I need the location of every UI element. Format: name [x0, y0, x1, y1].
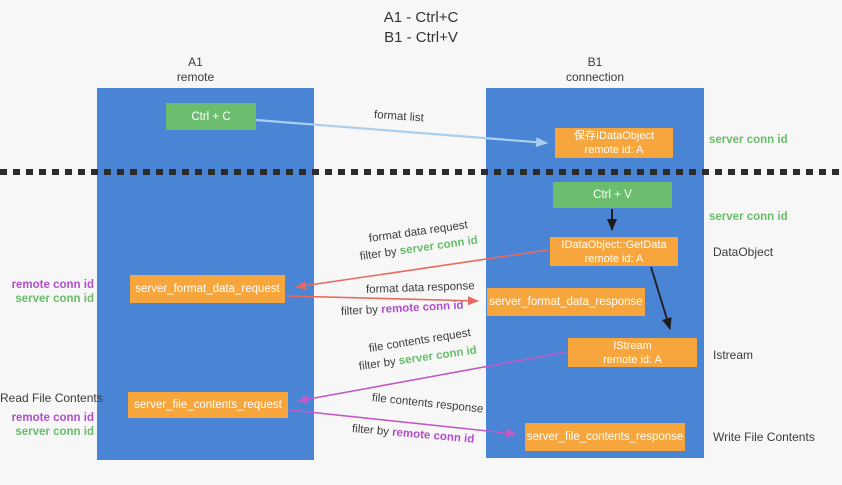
- column-header-b1: B1 connection: [486, 55, 704, 85]
- node-file-response-label: server_file_contents_response: [526, 431, 684, 443]
- edge-label-format-data-response: format data response: [365, 280, 475, 296]
- dashed-separator-line: [0, 169, 842, 175]
- filter-by-text: filter by: [340, 303, 382, 318]
- title-line-2: B1 - Ctrl+V: [384, 29, 458, 46]
- column-a1-subtitle: remote: [176, 70, 215, 84]
- node-server-format-data-response: server_format_data_response: [487, 288, 645, 316]
- label-dataobject: DataObject: [713, 245, 774, 259]
- node-save-idataobject: 保存IDataObject remote id: A: [555, 128, 673, 158]
- node-idataobject-getdata: IDataObject::GetData remote id: A: [550, 237, 678, 266]
- node-getdata-line2: remote id: A: [584, 252, 644, 265]
- node-istream-line1: IStream: [613, 339, 652, 352]
- node-getdata-line1: IDataObject::GetData: [561, 238, 667, 251]
- label-remote-conn-id-1: remote conn id: [11, 279, 94, 291]
- filter-value-remote-conn-id: remote conn id: [380, 299, 464, 316]
- node-istream-line2: remote id: A: [603, 353, 662, 366]
- label-server-conn-id-top: server conn id: [709, 134, 788, 146]
- label-server-conn-id-mid: server conn id: [709, 211, 788, 223]
- diagram-title: A1 - Ctrl+C B1 - Ctrl+V: [0, 8, 842, 48]
- label-group-format-ids: remote conn id server conn id: [0, 278, 94, 306]
- label-write-file-contents: Write File Contents: [713, 430, 815, 444]
- filter-value-remote-conn-id: remote conn id: [391, 426, 475, 446]
- node-format-response-label: server_format_data_response: [489, 296, 643, 308]
- title-line-1: A1 - Ctrl+C: [383, 9, 459, 26]
- node-ctrl-c-label: Ctrl + C: [191, 110, 231, 123]
- column-header-a1: A1 remote: [87, 55, 304, 85]
- filter-by-text: filter by: [351, 423, 393, 439]
- column-b1-name: B1: [587, 55, 603, 69]
- node-save-idataobject-line2: remote id: A: [584, 144, 644, 156]
- node-istream: IStream remote id: A: [568, 338, 697, 367]
- node-server-file-contents-response: server_file_contents_response: [525, 423, 685, 451]
- node-server-file-contents-request: server_file_contents_request: [128, 392, 288, 418]
- filter-by-text: filter by: [358, 355, 400, 373]
- node-ctrl-v-label: Ctrl + V: [593, 189, 632, 201]
- filter-by-text: filter by: [359, 245, 401, 263]
- label-remote-conn-id-2: remote conn id: [11, 412, 94, 424]
- label-read-file-contents: Read File Contents: [0, 391, 103, 405]
- edge-label-file-contents-response: file contents response: [371, 392, 484, 416]
- label-istream: Istream: [713, 348, 754, 362]
- node-server-format-data-request: server_format_data_request: [130, 275, 285, 303]
- node-save-idataobject-line1: 保存IDataObject: [573, 130, 655, 142]
- edge-label-format-list: format list: [373, 109, 425, 125]
- node-format-request-label: server_format_data_request: [135, 283, 280, 295]
- label-group-read-file: Read File Contents remote conn id server…: [0, 391, 103, 439]
- edge-label-format-data-response-filter: filter by remote conn id: [341, 300, 464, 318]
- column-b1-subtitle: connection: [565, 70, 625, 84]
- node-ctrl-v: Ctrl + V: [553, 182, 672, 208]
- node-file-request-label: server_file_contents_request: [134, 399, 282, 411]
- label-server-conn-id-2: server conn id: [15, 426, 94, 438]
- column-a1-name: A1: [188, 55, 203, 69]
- edge-label-file-contents-response-filter: filter by remote conn id: [351, 423, 474, 446]
- node-ctrl-c: Ctrl + C: [166, 103, 256, 130]
- label-server-conn-id-1: server conn id: [15, 293, 94, 305]
